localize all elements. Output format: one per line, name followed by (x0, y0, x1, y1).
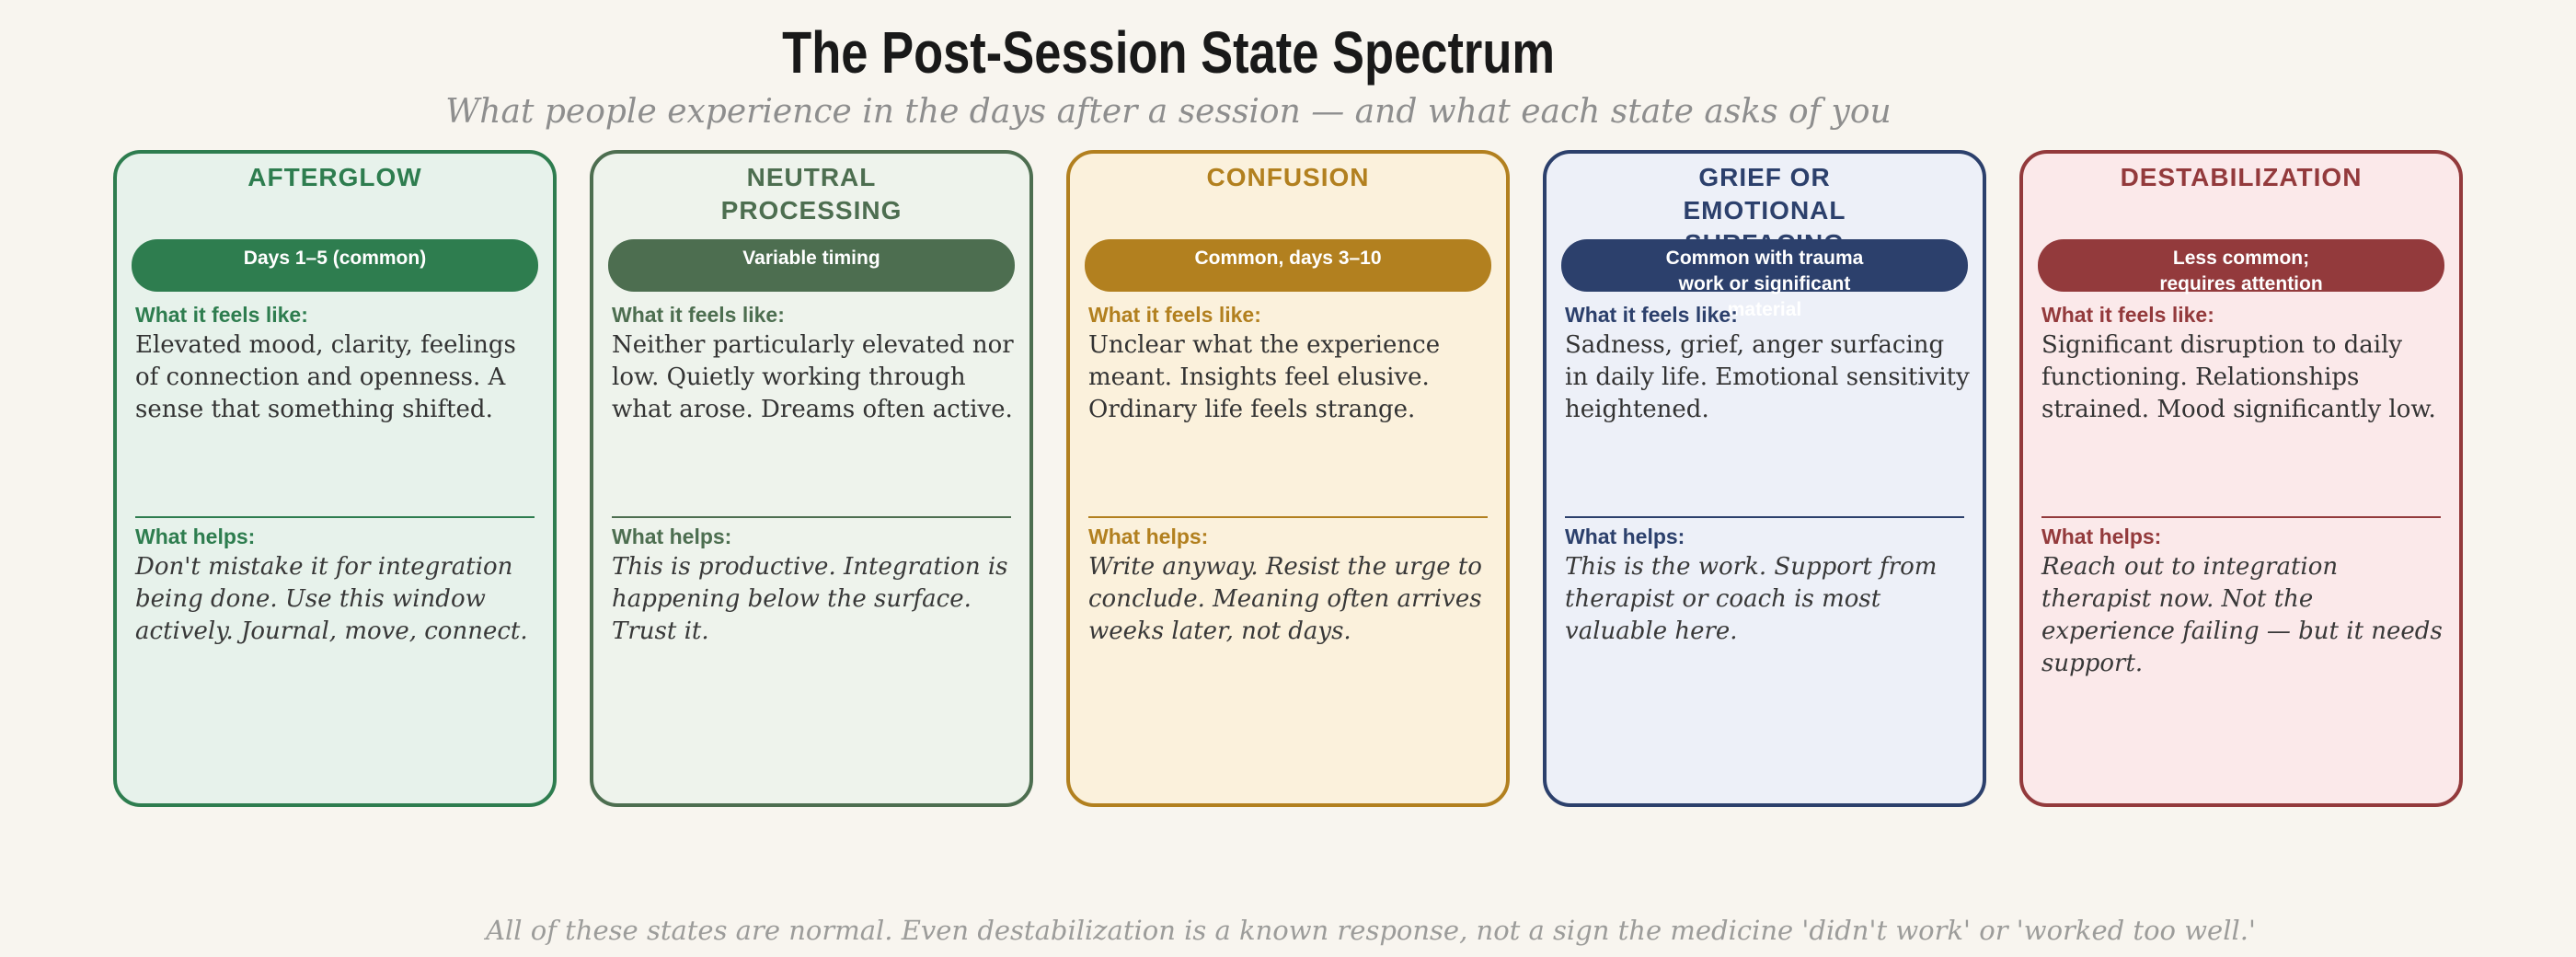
helps-text: Write anyway. Resist the urge to conclud… (1088, 553, 1482, 645)
page-subtitle: What people experience in the days after… (445, 93, 1892, 131)
footer-note: All of these states are normal. Even des… (486, 915, 2256, 946)
feels-text: Unclear what the experience meant. Insig… (1088, 331, 1441, 423)
feels-text: Neither particularly elevated nor low. Q… (612, 331, 1014, 423)
feels-label: What it feels like: (2041, 303, 2214, 327)
helps-label: What helps: (612, 525, 732, 548)
divider (1088, 516, 1488, 518)
divider (1565, 516, 1964, 518)
feels-label: What it feels like: (1088, 303, 1261, 327)
feels-text: Sadness, grief, anger surfacing in daily… (1565, 331, 1970, 423)
card-title: AFTERGLOW (247, 163, 422, 191)
timing-badge: Common, days 3–10 (1085, 239, 1491, 292)
helps-text: Reach out to integration therapist now. … (2041, 553, 2443, 677)
card-title: CONFUSION (1206, 163, 1370, 191)
divider (612, 516, 1011, 518)
feels-label: What it feels like: (135, 303, 308, 327)
helps-label: What helps: (2041, 525, 2162, 548)
card-grief-or-emotional-surfacing: GRIEF OR EMOTIONAL SURFACING Common with… (1543, 150, 1986, 807)
feels-label: What it feels like: (612, 303, 785, 327)
feels-text: Significant disruption to daily function… (2041, 331, 2436, 423)
helps-label: What helps: (1088, 525, 1209, 548)
divider (2041, 516, 2441, 518)
card-destabilization: DESTABILIZATION Less common; requires at… (2019, 150, 2463, 807)
card-afterglow: AFTERGLOW Days 1–5 (common) What it feel… (113, 150, 557, 807)
card-confusion: CONFUSION Common, days 3–10 What it feel… (1066, 150, 1510, 807)
timing-badge: Days 1–5 (common) (132, 239, 538, 292)
page-title-text: The Post-Session State Spectrum (782, 19, 1555, 86)
helps-text: This is the work. Support from therapist… (1565, 553, 1938, 645)
helps-text: This is productive. Integration is happe… (612, 553, 1008, 645)
timing-badge: Common with trauma work or significant m… (1561, 239, 1968, 320)
helps-label: What helps: (1565, 525, 1685, 548)
feels-label: What it feels like: (1565, 303, 1738, 327)
helps-label: What helps: (135, 525, 256, 548)
card-title: DESTABILIZATION (2120, 163, 2363, 191)
feels-text: Elevated mood, clarity, feelings of conn… (135, 331, 516, 423)
timing-badge: Less common; requires attention (2038, 239, 2444, 294)
timing-badge: Variable timing (608, 239, 1015, 292)
card-title: NEUTRAL PROCESSING (720, 163, 903, 225)
state-cards-row: AFTERGLOW Days 1–5 (common) What it feel… (0, 150, 2576, 807)
card-neutral-processing: NEUTRAL PROCESSING Variable timing What … (590, 150, 1033, 807)
page-title: The Post-Session State Spectrum (0, 18, 2337, 86)
helps-text: Don't mistake it for integration being d… (135, 553, 528, 645)
divider (135, 516, 535, 518)
